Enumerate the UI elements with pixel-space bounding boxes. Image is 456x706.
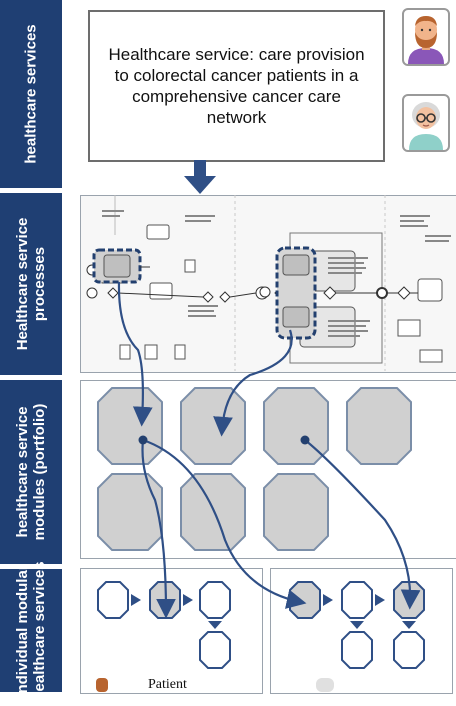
sidebar-label-individual-services: Individual modular healthcare services	[0, 561, 62, 700]
section-label: healthcare service modules (portfolio)	[14, 403, 48, 541]
sidebar-label-modules: healthcare service modules (portfolio)	[0, 380, 62, 564]
patient-label: Patient	[148, 677, 187, 692]
process-diagram	[86, 195, 451, 371]
module-grid	[97, 387, 412, 551]
healthcare-service-box: Healthcare service: care provision to co…	[88, 10, 385, 162]
section-label: Individual modular healthcare services	[14, 560, 48, 701]
section-label: healthcare services	[22, 24, 40, 164]
module-1	[97, 387, 163, 465]
module-5	[97, 473, 163, 551]
module-7	[263, 473, 329, 551]
sidebar-label-processes: Healthcare service processes	[0, 193, 62, 375]
bearded-man-avatar-icon	[402, 8, 450, 66]
down-arrow-icon	[184, 160, 216, 194]
module-6	[180, 473, 246, 551]
module-4	[346, 387, 412, 465]
module-3	[263, 387, 329, 465]
section-label: Healthcare service processes	[14, 217, 48, 351]
module-2	[180, 387, 246, 465]
sidebar-label-healthcare-services: healthcare services	[0, 0, 62, 188]
elderly-woman-avatar-icon	[402, 94, 450, 152]
service-box-text: Healthcare service: care provision to co…	[108, 45, 365, 127]
modular-service-variants	[96, 581, 425, 692]
